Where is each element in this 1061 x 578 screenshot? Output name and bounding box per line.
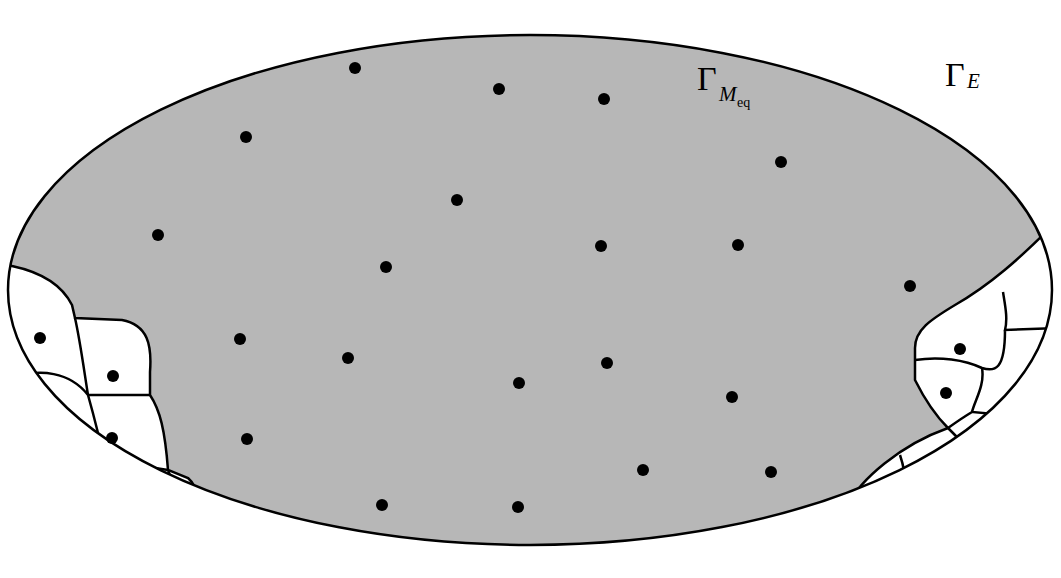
region-symbol: Γ <box>697 62 717 96</box>
region-subscript: M <box>719 84 737 105</box>
region-sub-subscript: eq <box>737 96 750 110</box>
right-cells <box>843 218 1061 578</box>
right-cell-walls <box>900 292 1061 500</box>
non-equilibrium-cells <box>0 218 1061 578</box>
energy-shell-outline <box>8 35 1052 545</box>
left-cell-walls <box>12 318 176 510</box>
left-cells <box>0 262 197 578</box>
microstate-dots <box>34 62 966 513</box>
shell-symbol: Γ <box>945 58 965 92</box>
shell-subscript: E <box>967 71 980 92</box>
